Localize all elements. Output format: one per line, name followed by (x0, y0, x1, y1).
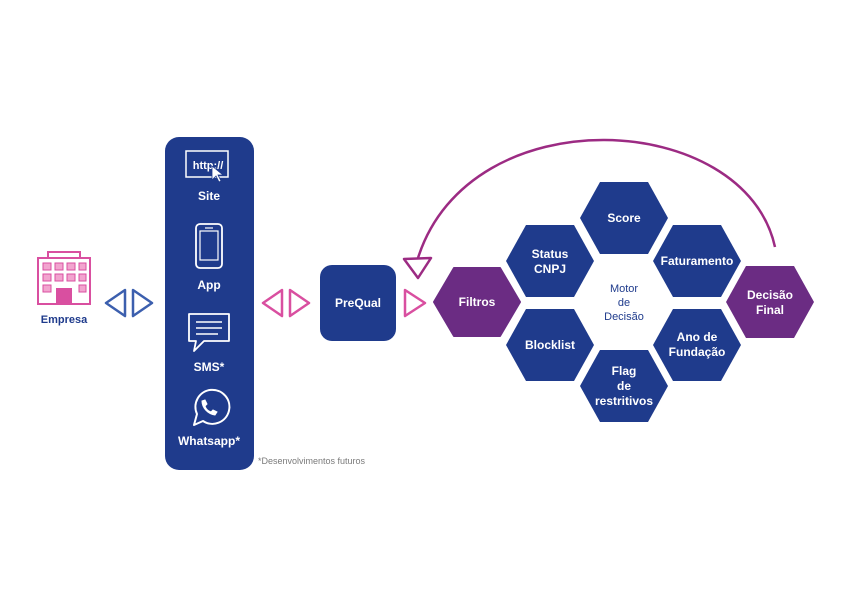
faturamento-label: Faturamento (661, 254, 734, 268)
channel-site-label: Site (198, 189, 220, 203)
decisao-final-hexagon (726, 266, 814, 338)
hex-blocklist (506, 309, 594, 381)
hex-ano-fundacao (653, 309, 741, 381)
ano-line-2: Fundação (669, 345, 726, 359)
flag-line-3: restritivos (595, 394, 653, 408)
channel-app-label: App (197, 278, 220, 292)
prequal-box (320, 265, 396, 341)
motor-line-3: Decisão (604, 311, 644, 323)
flag-line-1: Flag (612, 364, 637, 378)
footnote: *Desenvolvimentos futuros (258, 456, 366, 466)
bidirectional-arrow-icon (261, 288, 311, 318)
hex-status-cnpj (506, 225, 594, 297)
score-label: Score (607, 211, 641, 225)
smartphone-icon (195, 223, 223, 269)
forward-arrow-icon (403, 288, 427, 318)
decisao-line-2: Final (756, 303, 784, 317)
channel-sms-label: SMS* (194, 360, 225, 374)
motor-line-1: Motor (610, 283, 638, 295)
decisao-line-1: Decisão (747, 288, 793, 302)
filtros-hexagon (433, 267, 521, 337)
flag-line-2: de (617, 379, 631, 393)
hex-flag-restritivos (580, 350, 668, 422)
motor-line-2: de (618, 297, 630, 309)
hex-score (580, 182, 668, 254)
http-text: http:// (193, 160, 224, 172)
message-icon (188, 313, 230, 352)
bidirectional-arrow-icon (104, 288, 154, 318)
building-icon (37, 251, 91, 305)
hex-faturamento (653, 225, 741, 297)
status-line-1: Status (532, 247, 569, 261)
channels-panel (165, 137, 254, 470)
browser-http-icon: http:// (185, 150, 229, 183)
empresa-label: Empresa (41, 314, 88, 326)
blocklist-label: Blocklist (525, 338, 575, 352)
feedback-arc (416, 138, 777, 259)
ano-line-1: Ano de (677, 330, 718, 344)
filtros-label: Filtros (459, 295, 496, 309)
feedback-arrowhead-icon (402, 256, 433, 280)
channel-whatsapp-label: Whatsapp* (178, 434, 240, 448)
whatsapp-icon (193, 388, 231, 426)
status-line-2: CNPJ (534, 262, 566, 276)
prequal-label: PreQual (335, 296, 381, 310)
